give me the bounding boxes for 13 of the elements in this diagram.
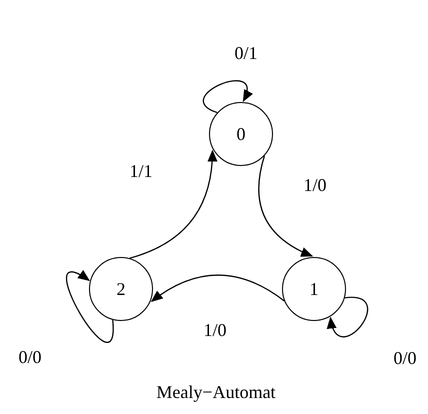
- arrow: [150, 274, 285, 302]
- edge-label: 0/1: [234, 44, 258, 62]
- arrow: [328, 297, 368, 338]
- edge-label: 1/1: [130, 162, 152, 180]
- arrow: [130, 150, 218, 259]
- edge-label: 0/0: [18, 348, 42, 366]
- arrow: [203, 80, 252, 114]
- edge-label: 1/0: [204, 321, 226, 339]
- arrow: [66, 270, 114, 342]
- edge-label: 1/0: [304, 176, 326, 194]
- caption: Mealy−Automat: [156, 383, 276, 401]
- arrow: [258, 156, 314, 257]
- edge-label: 0/0: [394, 349, 416, 367]
